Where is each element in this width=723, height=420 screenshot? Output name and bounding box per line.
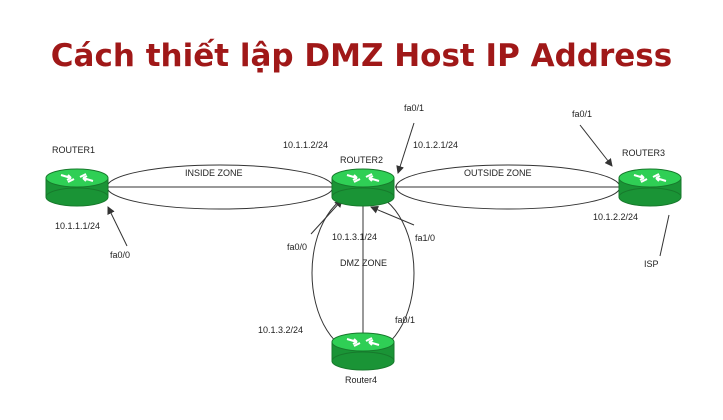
r2-inside-ip-label: 10.1.1.2/24: [283, 140, 328, 150]
arrow-r1-fa00: [107, 206, 128, 247]
router1-label: ROUTER1: [52, 145, 95, 155]
router3-label: ROUTER3: [622, 148, 665, 158]
router1-icon: [45, 168, 109, 207]
arrow-r3-fa01: [579, 124, 613, 167]
r3-ip-label: 10.1.2.2/24: [593, 212, 638, 222]
page-title: Cách thiết lập DMZ Host IP Address: [50, 38, 673, 74]
r2-dmz-ip-label: 10.1.3.1/24: [332, 232, 377, 242]
router3-icon: [618, 168, 682, 207]
r1-ip-label: 10.1.1.1/24: [55, 221, 100, 231]
r4-ip-label: 10.1.3.2/24: [258, 325, 303, 335]
dmz-zone-label: DMZ ZONE: [340, 258, 387, 268]
arrow-r2-fa01: [396, 122, 415, 174]
router2-label: ROUTER2: [340, 155, 383, 165]
arrow-r2-fa10: [370, 206, 415, 226]
r2-fa01-label: fa0/1: [404, 103, 424, 113]
router2-icon: [331, 168, 395, 207]
r2-fa00-label: fa0/0: [287, 242, 307, 252]
line-isp: [659, 214, 670, 257]
r3-fa01-label: fa0/1: [572, 109, 592, 119]
isp-label: ISP: [644, 259, 659, 269]
outside-zone-label: OUTSIDE ZONE: [464, 168, 532, 178]
router4-icon: [331, 332, 395, 371]
r1-fa00-label: fa0/0: [110, 250, 130, 260]
r2-fa10-label: fa1/0: [415, 233, 435, 243]
inside-zone-label: INSIDE ZONE: [185, 168, 243, 178]
router4-label: Router4: [345, 375, 377, 385]
r4-fa01-label: fa0/1: [395, 315, 415, 325]
r2-outside-ip-label: 10.1.2.1/24: [413, 140, 458, 150]
arrow-r2-fa00: [310, 199, 343, 235]
